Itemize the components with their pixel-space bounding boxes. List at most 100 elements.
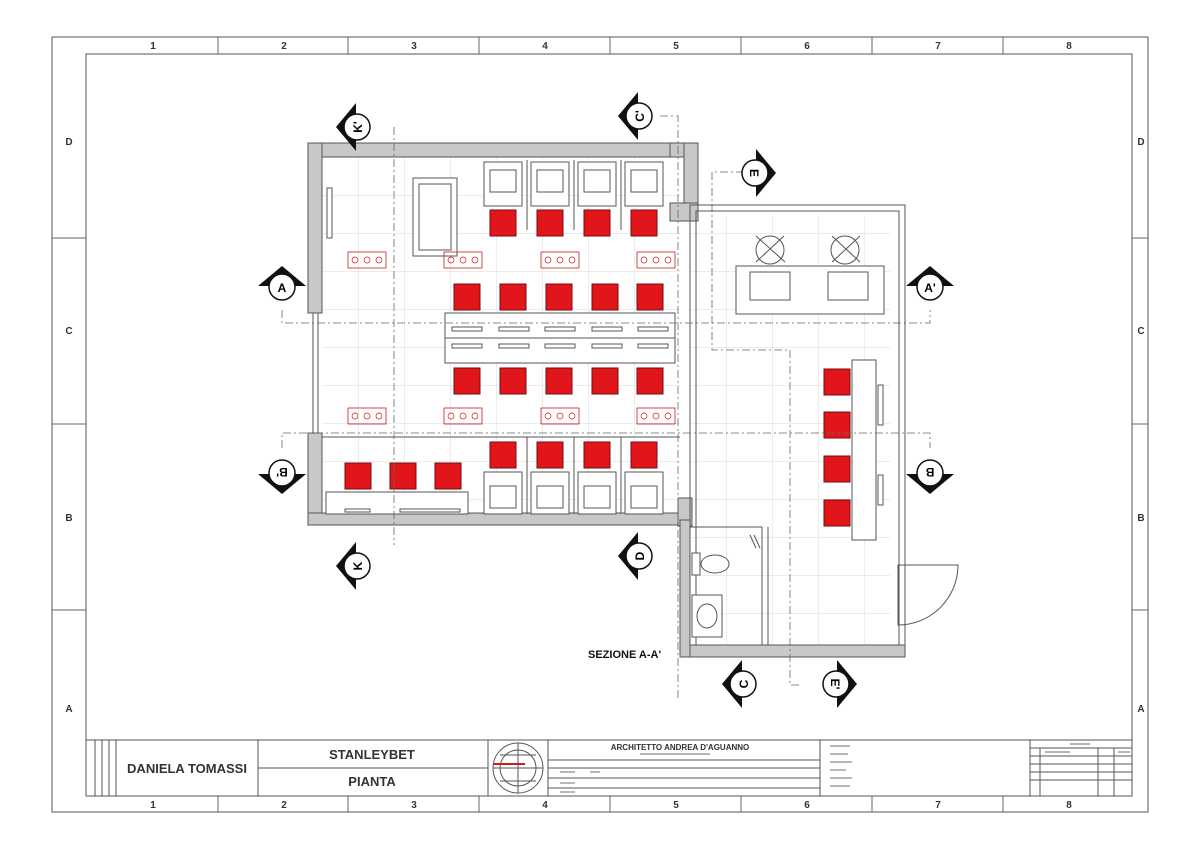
firm-name: ARCHITETTO ANDREA D'AGUANNO <box>611 743 750 752</box>
section-marker-k: K <box>336 542 371 590</box>
marker-label: C <box>737 679 751 688</box>
seat <box>344 462 372 490</box>
wc-wall <box>679 519 691 658</box>
marker-label: D <box>633 551 647 560</box>
row-labels: D C B A D C B A <box>65 137 1144 715</box>
bottom-wall <box>679 644 906 658</box>
sheet-name: PIANTA <box>348 774 396 789</box>
seat <box>823 368 851 396</box>
col-label: 8 <box>1066 41 1072 52</box>
seat <box>823 411 851 439</box>
grid-dividers <box>52 37 1148 812</box>
row-label: B <box>65 513 72 524</box>
floor-plan <box>281 115 959 700</box>
section-marker-e: E <box>741 149 776 197</box>
column-labels-bottom: 1 2 3 4 5 6 7 8 <box>150 800 1072 811</box>
title-block <box>85 739 1133 797</box>
author-name: DANIELA TOMASSI <box>127 761 247 776</box>
col-label: 8 <box>1066 800 1072 811</box>
col-label: 5 <box>673 41 679 52</box>
row-label: C <box>65 326 72 337</box>
seat <box>536 441 564 469</box>
row-label: D <box>1137 137 1144 148</box>
marker-label: A <box>278 281 287 295</box>
drawing-caption: SEZIONE A-A' <box>588 649 661 661</box>
title-block-fine-print <box>560 743 1130 793</box>
row-label: B <box>1137 513 1144 524</box>
central-counter <box>444 312 676 364</box>
power-outlets <box>347 251 676 425</box>
marker-label: B' <box>276 465 288 479</box>
row-label: A <box>1137 704 1144 715</box>
marker-label: K' <box>351 121 365 133</box>
marker-label: E <box>747 169 761 177</box>
slot-machines-top <box>483 161 664 207</box>
wall-screen <box>326 187 333 239</box>
row-label: D <box>65 137 72 148</box>
col-label: 1 <box>150 800 156 811</box>
section-marker-e-prime: E' <box>822 660 857 708</box>
row-label: C <box>1137 326 1144 337</box>
red-seats <box>344 209 851 527</box>
section-marker-c: C <box>722 660 757 708</box>
seat <box>591 283 619 311</box>
firm-logo <box>492 742 544 794</box>
col-label: 6 <box>804 41 810 52</box>
marker-label: K <box>351 561 365 570</box>
section-marker-a: A <box>258 266 306 301</box>
col-label: 4 <box>542 800 548 811</box>
col-label: 1 <box>150 41 156 52</box>
seat <box>583 441 611 469</box>
seat <box>545 367 573 395</box>
sofa <box>412 177 458 257</box>
wc-fixtures <box>691 552 730 638</box>
seat <box>434 462 462 490</box>
seat <box>591 367 619 395</box>
row-label: A <box>65 704 72 715</box>
col-label: 2 <box>281 800 287 811</box>
col-label: 3 <box>411 800 417 811</box>
slot-machines-bottom <box>483 471 664 515</box>
section-marker-k-prime: K' <box>336 103 371 151</box>
col-label: 3 <box>411 41 417 52</box>
section-lines <box>281 115 931 700</box>
bar-counter <box>851 359 884 541</box>
seat <box>636 367 664 395</box>
col-label: 7 <box>935 800 941 811</box>
seat <box>636 283 664 311</box>
seat <box>823 455 851 483</box>
seat <box>499 367 527 395</box>
seat <box>499 283 527 311</box>
seat <box>583 209 611 237</box>
main-room-walls <box>307 142 699 527</box>
section-marker-c-prime: C' <box>618 92 653 140</box>
door-swing <box>897 564 959 626</box>
section-markers: A A' B' B K' K <box>258 92 954 708</box>
col-label: 2 <box>281 41 287 52</box>
marker-label: E' <box>828 679 842 690</box>
marker-label: B <box>925 465 934 479</box>
section-marker-b-prime: B' <box>258 459 306 494</box>
seat <box>536 209 564 237</box>
section-marker-a-prime: A' <box>906 266 954 301</box>
col-label: 6 <box>804 800 810 811</box>
section-marker-b: B <box>906 459 954 494</box>
column-labels-top: 1 2 3 4 5 6 7 8 <box>150 41 1072 52</box>
section-marker-d: D <box>618 532 653 580</box>
col-label: 7 <box>935 41 941 52</box>
seat <box>453 283 481 311</box>
seat <box>545 283 573 311</box>
col-label: 4 <box>542 41 548 52</box>
project-name: STANLEYBET <box>329 747 415 762</box>
seat <box>489 441 517 469</box>
marker-label: C' <box>633 110 647 122</box>
seat <box>489 209 517 237</box>
seat <box>630 441 658 469</box>
cashier-desk <box>735 235 885 315</box>
col-label: 5 <box>673 800 679 811</box>
marker-label: A' <box>924 281 936 295</box>
seat <box>630 209 658 237</box>
seat <box>453 367 481 395</box>
seat <box>823 499 851 527</box>
